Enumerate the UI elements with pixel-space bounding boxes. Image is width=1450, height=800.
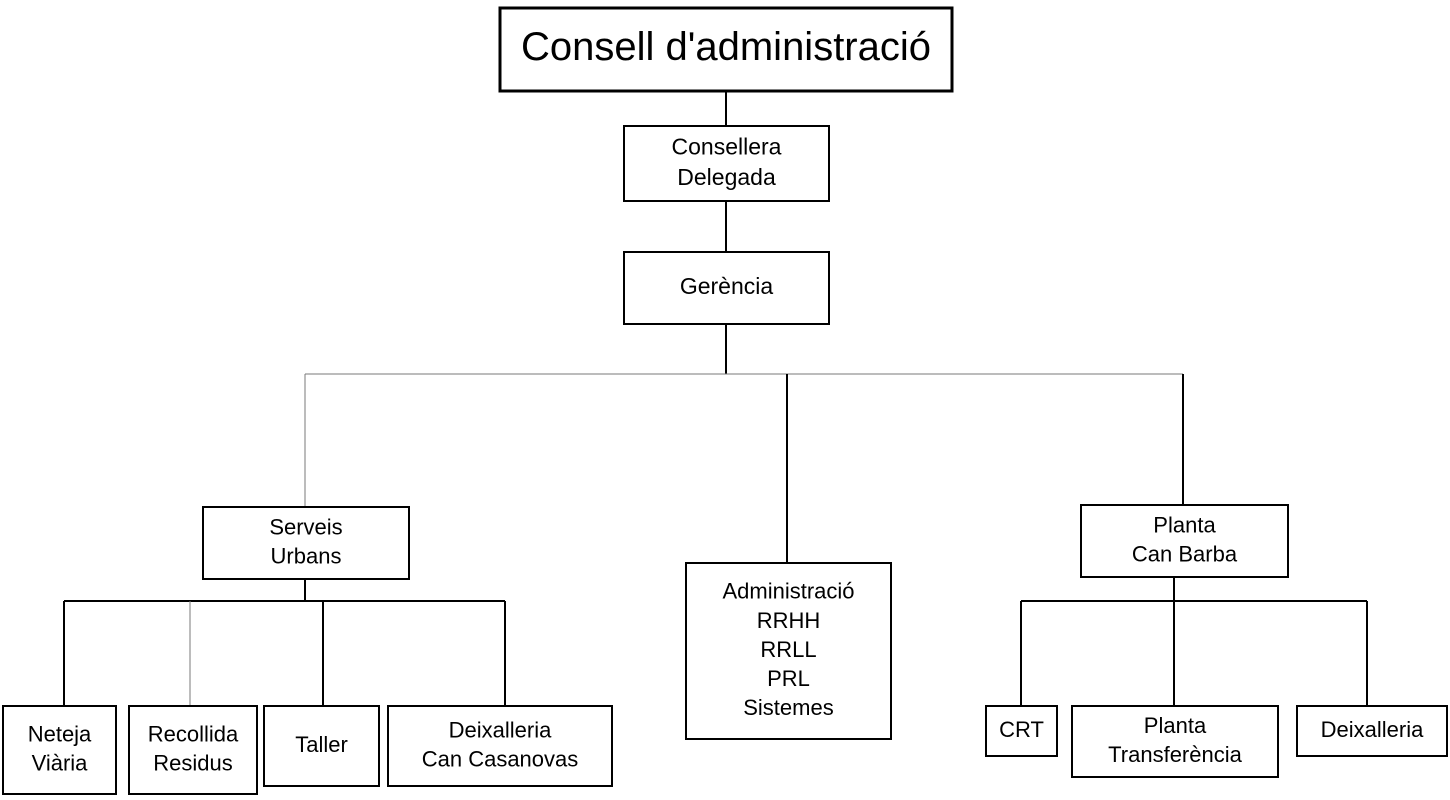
org-node-box-gerencia	[623, 251, 830, 325]
org-node-box-recollida-residus	[128, 705, 258, 795]
org-node-taller[interactable]: Taller	[263, 705, 380, 787]
org-node-deixalleria[interactable]: Deixalleria	[1296, 705, 1448, 757]
org-node-consell[interactable]: Consell d'administració	[498, 6, 954, 93]
org-node-label-neteja-viaria-line-2: Viària	[32, 750, 89, 775]
node-layer: Consell d'administracióConselleraDelegad…	[2, 6, 1448, 795]
org-node-box-deixalleria	[1296, 705, 1448, 757]
org-node-box-deixalleria-can-casanovas	[387, 705, 613, 787]
org-node-box-serveis-urbans	[202, 506, 410, 580]
org-node-label-recollida-residus-line-2: Residus	[153, 750, 232, 775]
org-node-gerencia[interactable]: Gerència	[623, 251, 830, 325]
org-node-label-taller: Taller	[295, 732, 348, 757]
org-node-label-deixalleria-can-casanovas-line-1: Deixalleria	[449, 717, 552, 742]
org-node-label-serveis-urbans-line-2: Urbans	[271, 543, 342, 568]
org-node-box-planta-can-barba	[1080, 504, 1289, 578]
org-node-label-deixalleria-can-casanovas-line-2: Can Casanovas	[422, 746, 579, 771]
org-node-label-planta-transferencia-line-1: Planta	[1144, 713, 1207, 738]
org-node-label-planta-can-barba-line-2: Can Barba	[1132, 541, 1238, 566]
org-node-label-administracio-line-4: PRL	[767, 666, 810, 691]
org-node-label-serveis-urbans-line-1: Serveis	[269, 514, 342, 539]
org-node-label-administracio-line-1: Administració	[722, 579, 854, 604]
org-node-label-neteja-viaria-line-1: Neteja	[28, 721, 92, 746]
org-node-label-deixalleria: Deixalleria	[1321, 717, 1424, 742]
org-node-box-consellera	[623, 125, 830, 202]
org-node-box-crt	[985, 705, 1058, 757]
org-node-label-consellera-line-1: Consellera	[672, 133, 782, 159]
org-node-label-crt: CRT	[999, 717, 1044, 742]
org-node-box-consell	[498, 6, 954, 93]
org-node-label-consellera-line-2: Delegada	[677, 164, 776, 190]
org-node-label-consell: Consell d'administració	[521, 25, 931, 69]
org-node-label-administracio-line-3: RRLL	[760, 637, 816, 662]
org-node-label-recollida-residus-line-1: Recollida	[148, 721, 239, 746]
connector-layer	[63, 91, 1368, 706]
org-node-label-administracio-line-2: RRHH	[757, 608, 821, 633]
org-node-box-planta-transferencia	[1071, 705, 1279, 778]
org-node-box-taller	[263, 705, 380, 787]
org-node-label-planta-can-barba-line-1: Planta	[1153, 512, 1216, 537]
org-node-label-planta-transferencia-line-2: Transferència	[1108, 742, 1242, 767]
org-node-label-administracio-line-5: Sistemes	[743, 695, 833, 720]
org-node-label-gerencia: Gerència	[680, 273, 774, 299]
org-node-crt[interactable]: CRT	[985, 705, 1058, 757]
org-node-box-administracio	[685, 562, 892, 740]
org-node-box-neteja-viaria	[2, 705, 117, 795]
